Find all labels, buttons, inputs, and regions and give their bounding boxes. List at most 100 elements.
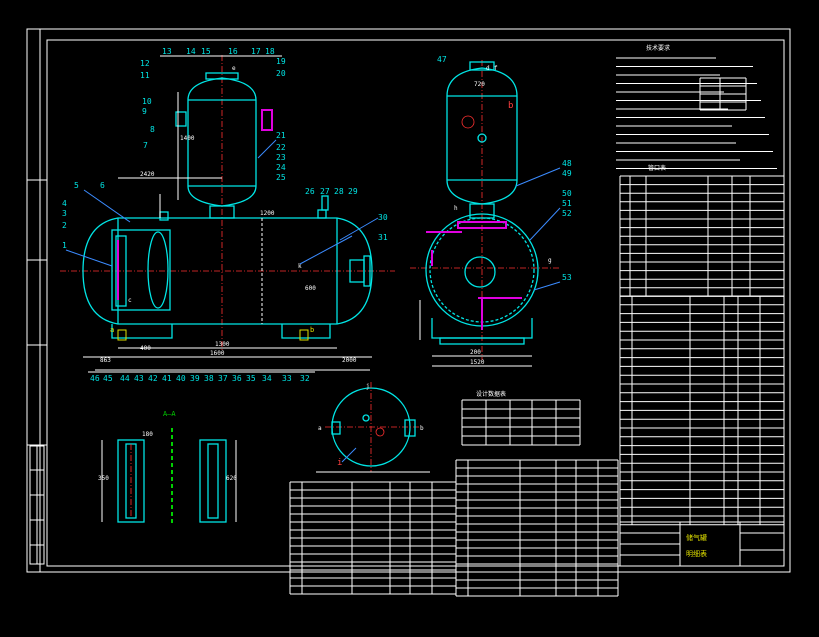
dim-label: 2000 [342,357,357,364]
svg-text:52: 52 [562,209,572,218]
svg-text:53: 53 [562,273,572,282]
svg-text:j: j [366,383,370,390]
svg-text:45: 45 [103,374,113,383]
svg-text:i: i [337,458,342,468]
svg-text:b: b [508,101,513,111]
side-balloons: 47 48 49 50 51 52 53 [437,55,572,282]
svg-text:30: 30 [378,213,388,222]
svg-text:16: 16 [228,47,238,56]
svg-text:7: 7 [143,141,148,150]
svg-text:14: 14 [186,47,196,56]
dim-label: 600 [305,285,316,292]
tech-req-title: 技术要求 [646,44,670,52]
svg-text:47: 47 [437,55,447,64]
design-data-table [461,399,581,446]
svg-text:41: 41 [162,374,172,383]
side-vessel-view: 200 1520 720 47 48 49 50 51 52 53 b d f … [410,55,572,367]
svg-text:1520: 1520 [470,359,485,366]
svg-text:43: 43 [134,374,144,383]
svg-text:33: 33 [282,374,292,383]
svg-text:180: 180 [142,431,153,438]
svg-text:b: b [420,425,424,432]
svg-text:6: 6 [100,181,105,190]
dim-label: 1300 [215,341,230,348]
outer-frame [26,28,791,573]
svg-text:f: f [494,65,498,72]
svg-text:720: 720 [474,81,485,88]
svg-text:51: 51 [562,199,572,208]
balloons-left: 12 11 10 9 8 7 6 5 4 3 2 1 [62,59,155,250]
balloons-bottom: 46 45 44 43 42 41 40 39 38 37 36 35 34 3… [90,374,310,383]
svg-text:42: 42 [148,374,158,383]
svg-text:10: 10 [142,97,152,106]
svg-text:c: c [128,297,132,304]
svg-text:34: 34 [262,374,272,383]
svg-text:21: 21 [276,131,286,140]
svg-text:26: 26 [305,187,315,196]
svg-text:明细表: 明细表 [686,549,707,558]
svg-text:39: 39 [190,374,200,383]
svg-text:620: 620 [226,475,237,482]
upper-dome [187,77,257,207]
svg-text:15: 15 [201,47,211,56]
svg-text:11: 11 [140,71,150,80]
svg-text:23: 23 [276,153,286,162]
svg-text:44: 44 [120,374,130,383]
svg-text:32: 32 [300,374,310,383]
left-saddle [111,324,173,339]
svg-text:38: 38 [204,374,214,383]
dim-label: 1400 [180,135,195,142]
svg-text:40: 40 [176,374,186,383]
svg-text:1: 1 [62,241,67,250]
svg-text:h: h [454,205,458,212]
dim-label: 2420 [140,171,155,178]
design-data-title: 设计数据表 [476,390,506,398]
dim-label: 863 [100,357,111,364]
dim-label: 1600 [210,350,225,357]
section-label: A—A [163,410,176,418]
dim-label: 400 [140,345,151,352]
title-block-name: 储气罐 [686,533,707,542]
svg-text:350: 350 [98,475,109,482]
svg-text:48: 48 [562,159,572,168]
manhole [111,229,171,311]
svg-text:k: k [298,263,302,270]
section-a-a-view: A—A 350 620 180 [98,410,237,525]
svg-text:24: 24 [276,163,286,172]
svg-text:d: d [486,65,490,72]
technical-requirements [616,57,777,169]
svg-text:25: 25 [276,173,286,182]
parts-list-right [619,77,785,526]
title-block: 储气罐 明细表 [619,521,785,567]
svg-text:18: 18 [265,47,275,56]
svg-text:36: 36 [232,374,242,383]
nozzle-table-title: 管口表 [648,164,666,172]
svg-text:27: 27 [320,187,330,196]
svg-text:17: 17 [251,47,261,56]
balloons-right: 19 20 21 22 23 24 25 26 27 28 29 30 31 [276,57,388,242]
svg-text:50: 50 [562,189,572,198]
top-view: i a b j [316,382,430,473]
svg-text:37: 37 [218,374,228,383]
svg-text:a: a [110,326,114,334]
dim-label: 1200 [260,210,275,217]
svg-text:b: b [310,326,314,334]
parts-list-bottom [289,459,619,597]
svg-text:35: 35 [246,374,256,383]
svg-text:5: 5 [74,181,79,190]
svg-text:46: 46 [90,374,100,383]
svg-text:13: 13 [162,47,172,56]
svg-text:a: a [318,425,322,432]
right-saddle [281,324,331,339]
svg-text:g: g [548,257,552,264]
svg-text:49: 49 [562,169,572,178]
svg-text:31: 31 [378,233,388,242]
svg-text:22: 22 [276,143,286,152]
svg-text:20: 20 [276,69,286,78]
inner-frame [46,39,785,567]
svg-text:29: 29 [348,187,358,196]
balloons-top: 13 14 15 16 17 18 [162,47,275,56]
main-vessel-view: 2420 1600 1300 863 2000 1400 1200 600 40… [60,47,395,383]
